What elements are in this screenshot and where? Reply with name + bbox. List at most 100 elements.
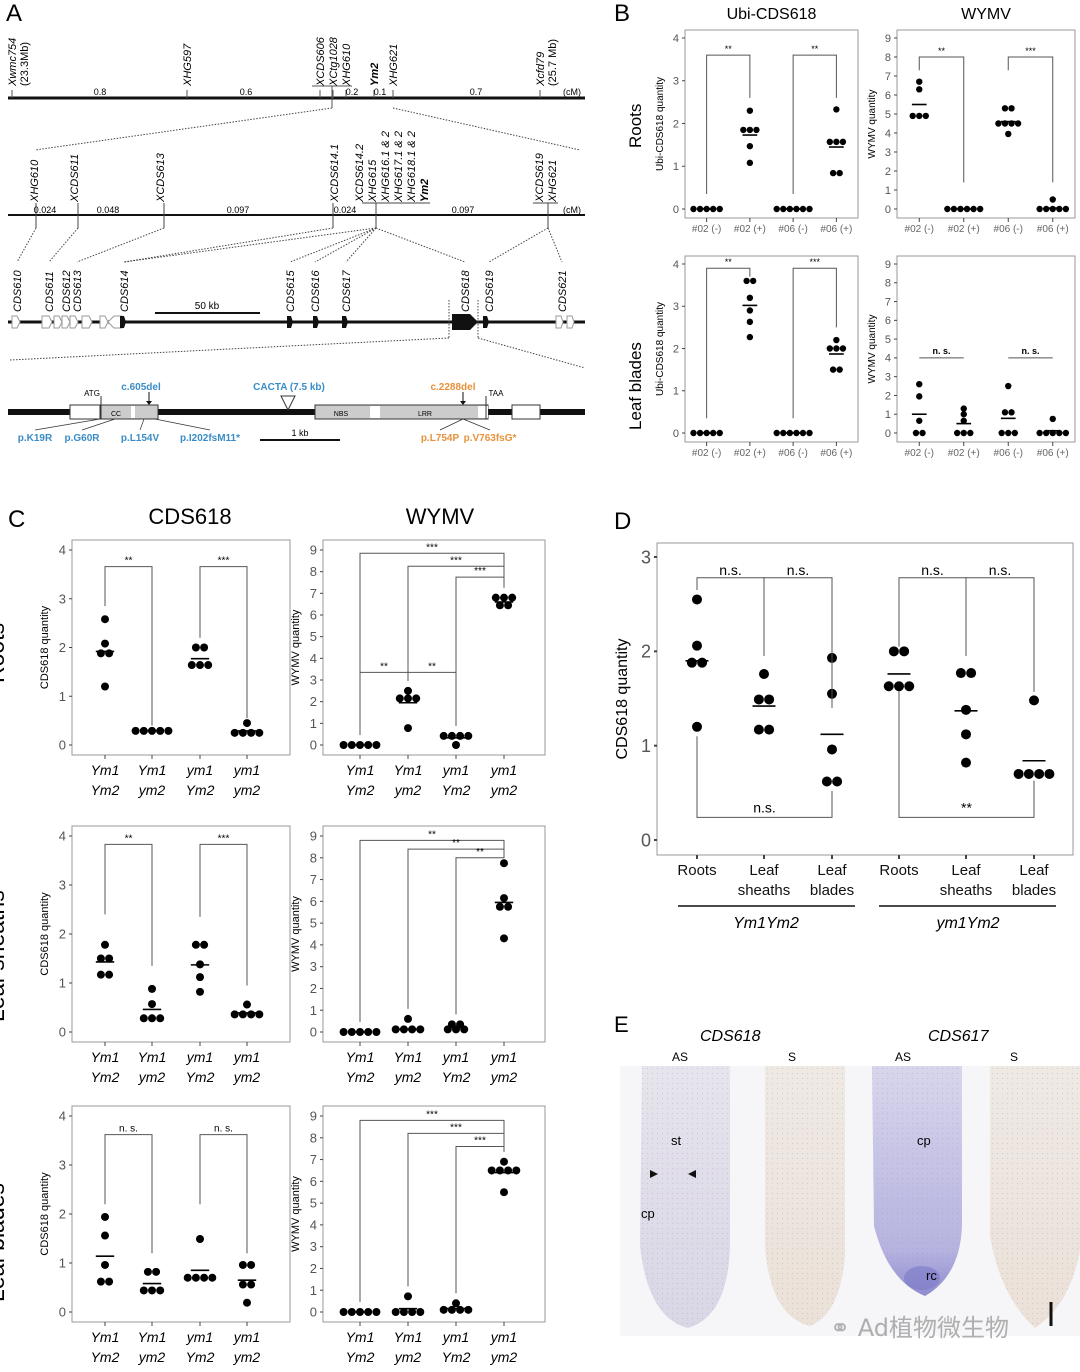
- svg-text:2: 2: [310, 981, 317, 996]
- svg-text:**: **: [938, 46, 946, 56]
- svg-text:Ym2: Ym2: [346, 782, 375, 798]
- arrowhead-right: [688, 1170, 696, 1178]
- svg-text:n. s.: n. s.: [119, 1124, 138, 1135]
- svg-text:#02 (+): #02 (+): [734, 224, 766, 235]
- svg-text:Ym1: Ym1: [138, 1049, 167, 1065]
- svg-text:8: 8: [310, 850, 317, 865]
- svg-text:ym1: ym1: [233, 762, 260, 778]
- svg-text:ym1: ym1: [490, 1329, 517, 1345]
- svg-text:2: 2: [673, 343, 679, 355]
- svg-text:CDS615: CDS615: [285, 270, 297, 312]
- svg-text:Ym1Ym2: Ym1Ym2: [733, 915, 799, 932]
- c-title-wymv: WYMV: [405, 504, 475, 529]
- svg-text:0.024: 0.024: [334, 205, 357, 215]
- svg-text:CDS617: CDS617: [341, 270, 353, 312]
- svg-text:NBS: NBS: [334, 411, 349, 418]
- svg-text:1: 1: [59, 976, 66, 991]
- svg-text:***: ***: [218, 833, 230, 844]
- svg-text:5: 5: [310, 1196, 317, 1211]
- svg-text:Ym1: Ym1: [346, 1329, 375, 1345]
- svg-text:1: 1: [673, 386, 679, 398]
- svg-text:3: 3: [59, 878, 66, 893]
- marker-label: XCtg1028: [328, 36, 340, 87]
- svg-text:6: 6: [885, 315, 891, 327]
- svg-text:Leaf: Leaf: [1019, 862, 1049, 879]
- svg-text:***: ***: [809, 257, 820, 267]
- svg-text:2: 2: [310, 694, 317, 709]
- marker-label: XCDS619: [534, 153, 546, 203]
- svg-text:***: ***: [426, 1109, 438, 1120]
- svg-text:CDS621: CDS621: [557, 270, 569, 312]
- svg-text:3: 3: [310, 1239, 317, 1254]
- marker-label: XHG615: [367, 159, 379, 203]
- svg-text:sheaths: sheaths: [738, 882, 791, 899]
- svg-text:n.s.: n.s.: [921, 562, 944, 578]
- svg-text:4: 4: [673, 33, 679, 45]
- svg-text:***: ***: [1025, 46, 1036, 56]
- svg-text:7: 7: [885, 71, 891, 83]
- svg-text:***: ***: [450, 555, 462, 566]
- marker-label: Ym2: [369, 63, 381, 86]
- svg-text:4: 4: [310, 651, 317, 666]
- marker-label: XCDS614.1: [329, 144, 341, 203]
- svg-text:5: 5: [885, 334, 891, 346]
- svg-text:blades: blades: [1012, 882, 1056, 899]
- svg-text:0: 0: [673, 428, 679, 440]
- svg-text:6: 6: [310, 1174, 317, 1189]
- svg-text:CC: CC: [111, 411, 121, 418]
- svg-text:CDS616: CDS616: [310, 270, 322, 312]
- svg-text:0: 0: [885, 428, 891, 440]
- b-title-wymv: WYMV: [961, 6, 1011, 23]
- e-label-cp1: cp: [641, 1206, 655, 1221]
- svg-text:WYMV quantity: WYMV quantity: [867, 90, 878, 159]
- marker-label: XHG617.1 & 2: [393, 131, 405, 203]
- panel-d-letter: D: [614, 508, 632, 535]
- svg-text:8: 8: [885, 52, 891, 64]
- svg-text:0.097: 0.097: [227, 205, 250, 215]
- svg-text:CDS614: CDS614: [119, 270, 131, 312]
- svg-text:***: ***: [474, 1135, 486, 1146]
- d-groups: Ym1Ym2 ym1Ym2: [678, 905, 1056, 932]
- svg-text:ym1: ym1: [186, 1049, 213, 1065]
- svg-text:1: 1: [673, 161, 679, 173]
- svg-text:5: 5: [885, 109, 891, 121]
- svg-text:n. s.: n. s.: [932, 346, 950, 356]
- svg-text:0: 0: [885, 204, 891, 216]
- svg-text:WYMV quantity: WYMV quantity: [867, 315, 878, 384]
- svg-text:2: 2: [885, 166, 891, 178]
- svg-text:LRR: LRR: [418, 411, 432, 418]
- svg-text:0: 0: [310, 1025, 317, 1040]
- svg-text:Ym2: Ym2: [346, 1349, 375, 1365]
- svg-text:n.s.: n.s.: [719, 562, 742, 578]
- marker-label: XHG610: [29, 159, 41, 203]
- svg-text:WYMV quantity: WYMV quantity: [290, 1176, 302, 1252]
- svg-text:7: 7: [310, 1152, 317, 1167]
- e-micrographs: [620, 1066, 1080, 1336]
- svg-text:ym1Ym2: ym1Ym2: [935, 915, 999, 932]
- svg-text:ym1: ym1: [233, 1329, 260, 1345]
- svg-text:3: 3: [59, 591, 66, 606]
- svg-text:**: **: [125, 556, 133, 567]
- e-probe-s-2: S: [1010, 1050, 1019, 1064]
- svg-text:1: 1: [310, 1283, 317, 1298]
- svg-text:Leaf: Leaf: [749, 862, 779, 879]
- svg-text:ym1: ym1: [442, 1049, 469, 1065]
- svg-text:9: 9: [310, 543, 317, 558]
- svg-text:Ym1: Ym1: [91, 762, 120, 778]
- svg-text:#02 (-): #02 (-): [692, 448, 721, 459]
- svg-text:0.2: 0.2: [346, 87, 359, 97]
- svg-text:CDS618 quantity: CDS618 quantity: [39, 892, 51, 976]
- svg-text:1: 1: [310, 716, 317, 731]
- svg-text:c.605del: c.605del: [121, 382, 161, 393]
- svg-text:ym2: ym2: [233, 782, 261, 798]
- svg-text:CDS612: CDS612: [61, 270, 73, 312]
- svg-text:8: 8: [310, 564, 317, 579]
- svg-text:p.I202fsM11*: p.I202fsM11*: [180, 433, 240, 444]
- svg-text:0: 0: [673, 204, 679, 216]
